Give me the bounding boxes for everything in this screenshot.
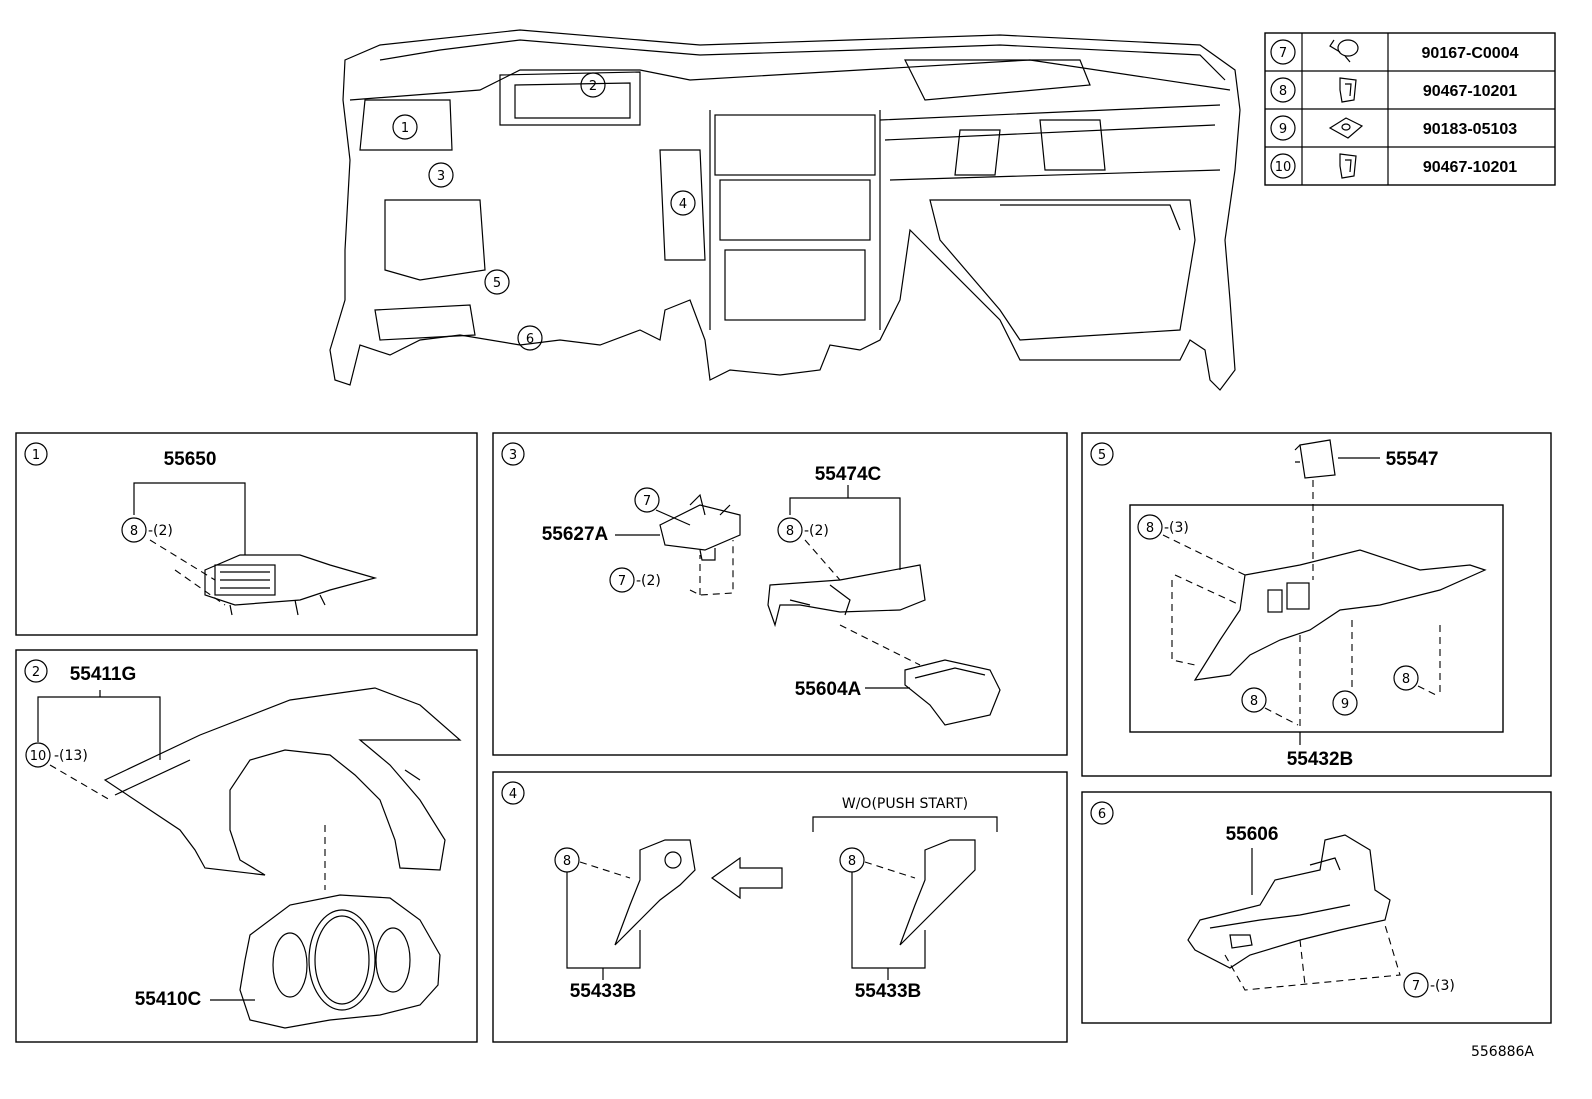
bolt-callout: 7 — [1412, 979, 1420, 994]
clip-callout: 8 — [130, 524, 138, 539]
table-part-8: 90467-10201 — [1423, 83, 1517, 100]
clip-callout: 8 — [786, 524, 794, 539]
panel-ref: 6 — [1098, 807, 1106, 822]
part-label: 55627A — [542, 524, 609, 545]
part-label: 55604A — [795, 679, 862, 700]
quantity: -(2) — [636, 573, 661, 589]
bracket-part — [1187, 834, 1391, 969]
panel-ref: 2 — [32, 665, 40, 680]
quantity: -(3) — [1430, 978, 1455, 994]
quantity: -(13) — [54, 748, 88, 764]
diagram-code: 556886A — [1471, 1044, 1534, 1060]
panel-ref: 1 — [32, 448, 40, 463]
lower-panel-part — [767, 564, 926, 628]
pocket-part — [904, 659, 1001, 726]
panel-3: 3 55474C 8 -(2) 7 55627A 7 -(2) — [492, 432, 1068, 756]
callout-5: 5 — [493, 276, 501, 291]
bracket-part — [659, 493, 741, 561]
callout-3: 3 — [437, 169, 445, 184]
clip-callout: 8 — [848, 854, 856, 869]
arrow-icon — [710, 856, 783, 900]
panel-2: 2 55411G 10 -(13) 55410C — [15, 649, 478, 1043]
table-part-10: 90467-10201 — [1423, 159, 1517, 176]
part-label: 55650 — [164, 449, 217, 470]
table-ref-8: 8 — [1279, 84, 1287, 99]
bolt-callout: 7 — [643, 494, 651, 509]
table-ref-7: 7 — [1279, 46, 1287, 61]
panel-ref: 5 — [1098, 448, 1106, 463]
knee-panel-part — [614, 839, 696, 946]
panel-ref: 4 — [509, 787, 517, 802]
table-ref-9: 9 — [1279, 122, 1287, 137]
panel-ref: 3 — [509, 448, 517, 463]
air-vent-part — [204, 554, 378, 616]
bolt-icon — [1329, 39, 1359, 63]
callout-1: 1 — [401, 121, 409, 136]
quantity: -(2) — [148, 523, 173, 539]
table-ref-10: 10 — [1275, 160, 1292, 175]
meter-hood-part — [103, 687, 462, 876]
callout-6: 6 — [526, 332, 534, 347]
clip-callout: 8 — [1146, 521, 1154, 536]
panel-6: 6 55606 7 -(3) — [1081, 791, 1552, 1024]
dashboard-overview — [329, 29, 1241, 391]
callout-2: 2 — [589, 79, 597, 94]
clip-callout: 8 — [563, 854, 571, 869]
knee-panel-part — [899, 839, 976, 946]
part-label: 55606 — [1226, 824, 1279, 845]
table-part-7: 90167-C0004 — [1422, 45, 1519, 62]
fastener-table: 7 90167-C0004 8 90467-10201 9 90183-0510… — [1264, 32, 1556, 186]
callout-4: 4 — [679, 197, 687, 212]
cap-part — [1294, 439, 1336, 479]
part-label: 55474C — [815, 464, 882, 485]
quantity: -(3) — [1164, 520, 1189, 536]
panel-1: 1 55650 8 -(2) — [15, 432, 478, 636]
panel-5: 5 55547 8 -(3) 8 9 8 55432B — [1081, 432, 1552, 777]
clip-callout: 8 — [1402, 672, 1410, 687]
part-label: 55547 — [1386, 449, 1439, 470]
part-label: 55411G — [70, 664, 137, 685]
part-label: 55432B — [1287, 749, 1354, 770]
clip-icon — [1339, 77, 1357, 103]
panel-4: 4 W/O(PUSH START) 8 55433B 8 55433B — [492, 771, 1068, 1043]
lower-cover-part — [1193, 549, 1487, 681]
quantity: -(2) — [804, 523, 829, 539]
bolt-callout: 7 — [618, 574, 626, 589]
combination-meter-part — [239, 894, 441, 1029]
clip-callout: 8 — [1250, 694, 1258, 709]
overview-callouts: 1 2 3 4 5 6 — [392, 72, 696, 351]
clip-icon — [1339, 153, 1357, 179]
part-label: 55410C — [135, 989, 202, 1010]
variant-note: W/O(PUSH START) — [842, 796, 968, 812]
part-label: 55433B — [855, 981, 922, 1002]
nut-callout: 9 — [1341, 697, 1349, 712]
clip-callout: 10 — [30, 749, 47, 764]
nut-icon — [1328, 117, 1364, 139]
part-label: 55433B — [570, 981, 637, 1002]
table-part-9: 90183-05103 — [1423, 121, 1517, 138]
